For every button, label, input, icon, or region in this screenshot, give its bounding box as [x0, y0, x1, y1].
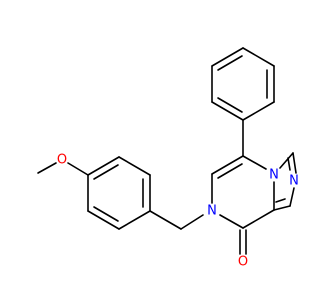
bond-a5-a6-inner	[93, 206, 119, 222]
bond-methyl-o-2	[37, 162, 57, 174]
bond-c8a-c8-2	[242, 209, 275, 229]
bond-p3-p4	[211, 47, 244, 67]
atom-n-pyrazinone: N	[207, 204, 217, 219]
molecule-structure: O N O N N	[33, 47, 299, 270]
bond-p4-p5	[242, 47, 275, 67]
bond-o-anisole-2	[67, 162, 89, 176]
bond-ch2-n7	[180, 214, 204, 230]
bond-c8-n7-2	[219, 214, 244, 229]
bond-c1-c8a	[273, 205, 291, 211]
bond-p6-p1	[242, 101, 275, 121]
bond-a1-a2-inner	[93, 164, 119, 180]
atom-n-bridgehead: N	[269, 168, 279, 183]
molecule-canvas: O N O N N	[33, 47, 299, 270]
bond-a5-a6	[87, 210, 120, 230]
bond-n4-c3	[279, 152, 294, 169]
bond-a4-a5	[118, 210, 151, 230]
bond-c6-c5-2	[211, 155, 244, 175]
bond-a1-a2	[87, 156, 120, 176]
bond-n2-c1	[289, 187, 295, 207]
atom-o-methoxy: O	[57, 153, 67, 168]
bond-c6-c5-2-inner	[217, 163, 243, 179]
bond-c3-n2	[292, 152, 297, 174]
bond-c1-c8a-inner	[275, 198, 286, 203]
bond-a2-a3	[118, 156, 151, 176]
atom-n-imidazole: N	[289, 174, 299, 189]
bond-p3-p4-inner	[217, 55, 243, 71]
bond-c5-n4-2	[242, 155, 267, 170]
bond-c3-n2-inner	[287, 157, 291, 171]
bond-p1-p2-inner	[217, 97, 243, 113]
main-skeleton	[37, 47, 297, 255]
bond-a4-ch2	[149, 210, 182, 230]
bond-p1-p2	[211, 101, 244, 121]
atom-o-carbonyl: O	[238, 255, 248, 270]
atom-label-layer: O N O N N	[57, 153, 299, 270]
